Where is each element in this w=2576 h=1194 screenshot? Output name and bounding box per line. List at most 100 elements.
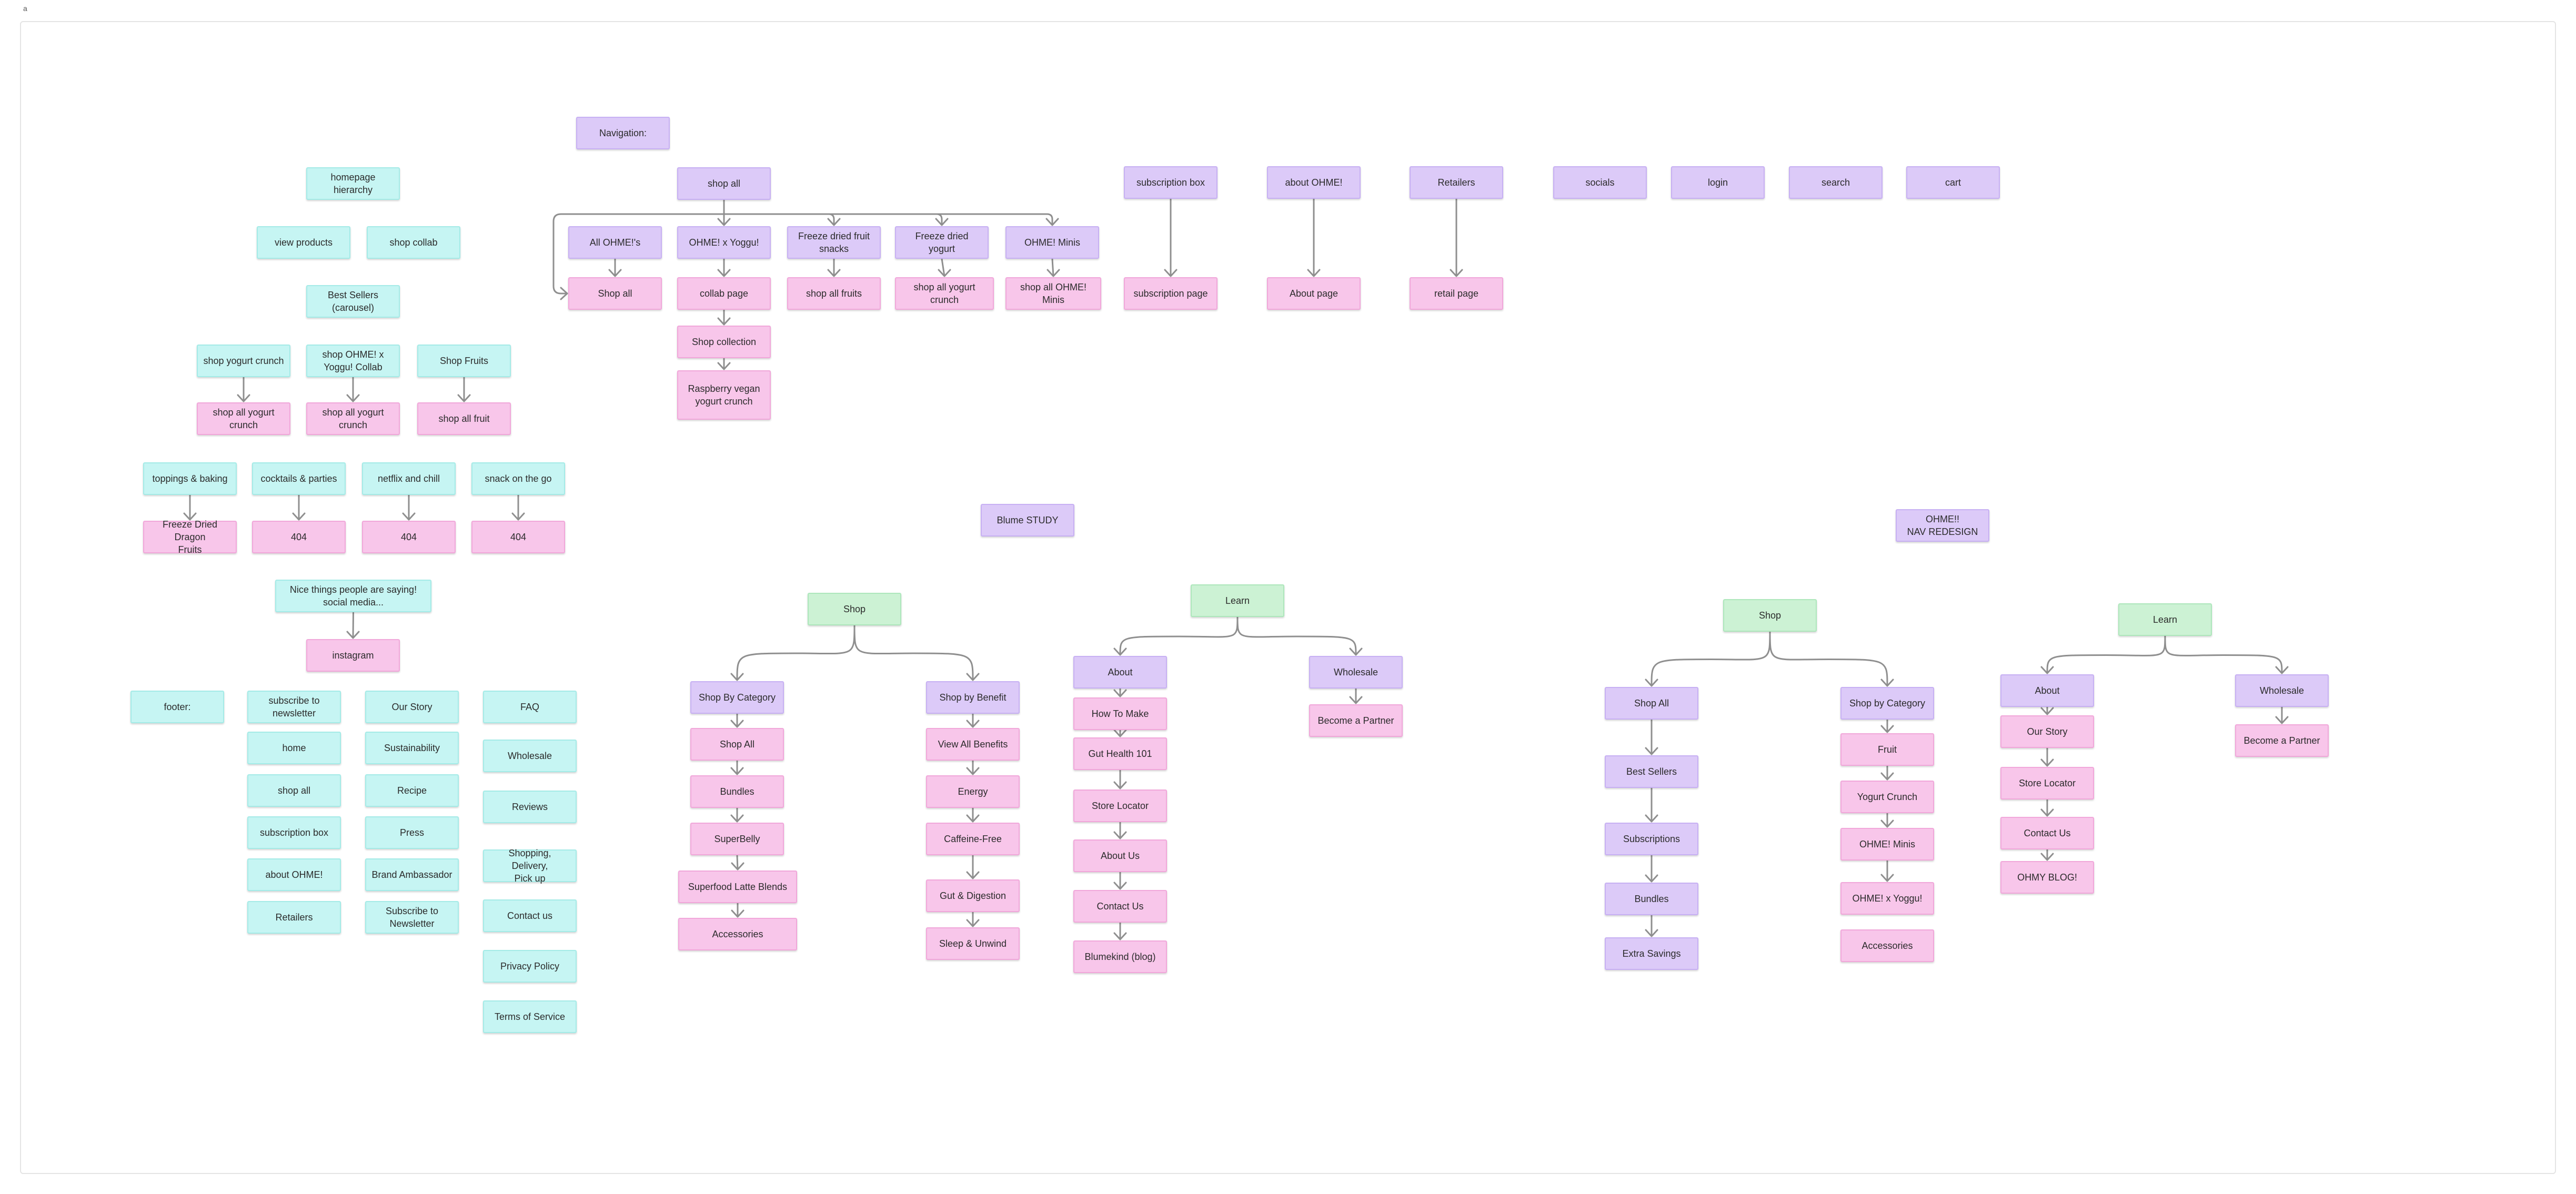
node-toppings-baking[interactable]: toppings & baking <box>143 462 237 495</box>
node-snack-on-the-go[interactable]: snack on the go <box>471 462 565 495</box>
node-page-raspberry-vegan[interactable]: Raspberry vegan yogurt crunch <box>677 370 771 420</box>
node-footer-shopping-delivery[interactable]: Shopping, Delivery, Pick up <box>483 848 577 884</box>
node-nav-all-ohmes[interactable]: All OHME!'s <box>568 226 662 259</box>
node-redesign-accessories[interactable]: Accessories <box>1840 929 1934 962</box>
node-footer-wholesale[interactable]: Wholesale <box>483 740 577 772</box>
node-redesign-ohmy-blog[interactable]: OHMY BLOG! <box>2000 861 2094 894</box>
node-footer-brand-ambassador[interactable]: Brand Ambassador <box>365 858 459 891</box>
node-footer-shop-all[interactable]: shop all <box>247 774 341 807</box>
node-nav-login[interactable]: login <box>1671 166 1765 199</box>
node-homepage-hierarchy[interactable]: homepage hierarchy <box>306 167 400 200</box>
node-footer-reviews[interactable]: Reviews <box>483 791 577 823</box>
node-blume-gut-health[interactable]: Gut Health 101 <box>1073 737 1167 770</box>
node-footer-subscribe-newsletter[interactable]: subscribe to newsletter <box>247 691 341 723</box>
node-redesign-ohme-x-yoggu[interactable]: OHME! x Yoggu! <box>1840 882 1934 915</box>
node-redesign-subscriptions[interactable]: Subscriptions <box>1605 823 1698 855</box>
node-blume-energy[interactable]: Energy <box>926 775 1020 808</box>
node-redesign-contact-us[interactable]: Contact Us <box>2000 817 2094 849</box>
node-blume-view-all-benefits[interactable]: View All Benefits <box>926 728 1020 761</box>
node-nav-about-ohme[interactable]: about OHME! <box>1267 166 1361 199</box>
node-blume-learn[interactable]: Learn <box>1191 584 1284 617</box>
node-nav-socials[interactable]: socials <box>1553 166 1647 199</box>
node-netflix-chill[interactable]: netflix and chill <box>362 462 456 495</box>
node-blume-superbelly[interactable]: SuperBelly <box>690 823 784 855</box>
node-page-collab[interactable]: collab page <box>677 277 771 310</box>
node-blume-study[interactable]: Blume STUDY <box>981 504 1074 537</box>
node-shop-all-fruit[interactable]: shop all fruit <box>417 402 511 435</box>
node-footer-press[interactable]: Press <box>365 816 459 849</box>
node-nav-freeze-dried-fruit-snacks[interactable]: Freeze dried fruit snacks <box>787 226 881 259</box>
node-redesign-wholesale[interactable]: Wholesale <box>2235 674 2329 707</box>
node-footer-privacy-policy[interactable]: Privacy Policy <box>483 950 577 983</box>
node-blume-sleep-unwind[interactable]: Sleep & Unwind <box>926 927 1020 960</box>
node-nice-things[interactable]: Nice things people are saying! social me… <box>275 580 431 612</box>
node-ohme-nav-redesign[interactable]: OHME!! NAV REDESIGN <box>1896 509 1989 542</box>
node-shop-ohme-yoggu-collab[interactable]: shop OHME! x Yoggu! Collab <box>306 345 400 377</box>
node-blume-shop-all[interactable]: Shop All <box>690 728 784 761</box>
node-view-products[interactable]: view products <box>257 226 350 259</box>
node-navigation[interactable]: Navigation: <box>576 117 670 149</box>
node-redesign-store-locator[interactable]: Store Locator <box>2000 767 2094 800</box>
node-error-404-2[interactable]: 404 <box>362 521 456 553</box>
node-footer-terms-of-service[interactable]: Terms of Service <box>483 1000 577 1033</box>
node-redesign-shop[interactable]: Shop <box>1723 599 1817 632</box>
node-page-shop-all-yogurt-crunch[interactable]: shop all yogurt crunch <box>895 277 994 310</box>
node-freeze-dried-dragon-fruits[interactable]: Freeze Dried Dragon Fruits <box>143 519 237 555</box>
node-shop-yogurt-crunch[interactable]: shop yogurt crunch <box>197 345 290 377</box>
node-cocktails-parties[interactable]: cocktails & parties <box>252 462 346 495</box>
node-page-about[interactable]: About page <box>1267 277 1361 310</box>
node-blume-about[interactable]: About <box>1073 656 1167 689</box>
node-blume-become-partner[interactable]: Become a Partner <box>1309 704 1403 737</box>
node-redesign-shop-all[interactable]: Shop All <box>1605 687 1698 720</box>
node-nav-ohme-minis[interactable]: OHME! Minis <box>1005 226 1099 259</box>
node-blume-accessories[interactable]: Accessories <box>678 918 797 950</box>
node-blume-wholesale[interactable]: Wholesale <box>1309 656 1403 689</box>
node-blume-caffeine-free[interactable]: Caffeine-Free <box>926 823 1020 855</box>
node-redesign-best-sellers[interactable]: Best Sellers <box>1605 755 1698 788</box>
node-blume-store-locator[interactable]: Store Locator <box>1073 790 1167 822</box>
node-page-subscription[interactable]: subscription page <box>1124 277 1217 310</box>
node-footer-recipe[interactable]: Recipe <box>365 774 459 807</box>
node-instagram[interactable]: instagram <box>306 639 400 672</box>
node-page-shop-collection[interactable]: Shop collection <box>677 326 771 358</box>
node-page-shop-all-ohme-minis[interactable]: shop all OHME! Minis <box>1005 277 1101 310</box>
node-footer-our-story[interactable]: Our Story <box>365 691 459 723</box>
node-footer-subscription-box[interactable]: subscription box <box>247 816 341 849</box>
node-nav-subscription-box[interactable]: subscription box <box>1124 166 1217 199</box>
node-blume-shop-by-category[interactable]: Shop By Category <box>690 681 784 714</box>
node-blume-bundles[interactable]: Bundles <box>690 775 784 808</box>
node-nav-ohme-x-yoggu[interactable]: OHME! x Yoggu! <box>677 226 771 259</box>
node-page-retail[interactable]: retail page <box>1410 277 1503 310</box>
node-error-404-3[interactable]: 404 <box>471 521 565 553</box>
node-footer[interactable]: footer: <box>130 691 224 723</box>
node-footer-sustainability[interactable]: Sustainability <box>365 732 459 764</box>
node-nav-retailers[interactable]: Retailers <box>1410 166 1503 199</box>
node-footer-contact-us[interactable]: Contact us <box>483 899 577 932</box>
node-footer-subscribe-to-newsletter[interactable]: Subscribe to Newsletter <box>365 901 459 934</box>
node-page-shop-all-fruits[interactable]: shop all fruits <box>787 277 881 310</box>
node-blume-shop[interactable]: Shop <box>808 593 901 625</box>
node-footer-retailers[interactable]: Retailers <box>247 901 341 934</box>
node-nav-shop-all[interactable]: shop all <box>677 167 771 200</box>
node-blume-blumekind[interactable]: Blumekind (blog) <box>1073 940 1167 973</box>
node-blume-shop-by-benefit[interactable]: Shop by Benefit <box>926 681 1020 714</box>
node-shop-collab[interactable]: shop collab <box>367 226 460 259</box>
node-error-404-1[interactable]: 404 <box>252 521 346 553</box>
node-best-sellers-carousel[interactable]: Best Sellers (carousel) <box>306 285 400 318</box>
node-page-shop-all[interactable]: Shop all <box>568 277 662 310</box>
node-redesign-extra-savings[interactable]: Extra Savings <box>1605 937 1698 970</box>
node-redesign-shop-by-category[interactable]: Shop by Category <box>1840 687 1934 720</box>
node-redesign-yogurt-crunch[interactable]: Yogurt Crunch <box>1840 781 1934 813</box>
node-footer-home[interactable]: home <box>247 732 341 764</box>
node-shop-all-yogurt-crunch-2[interactable]: shop all yogurt crunch <box>306 402 400 435</box>
node-nav-cart[interactable]: cart <box>1906 166 2000 199</box>
node-nav-freeze-dried-yogurt[interactable]: Freeze dried yogurt <box>895 226 989 259</box>
node-shop-fruits[interactable]: Shop Fruits <box>417 345 511 377</box>
node-redesign-become-partner[interactable]: Become a Partner <box>2235 724 2329 757</box>
node-redesign-our-story[interactable]: Our Story <box>2000 715 2094 748</box>
node-redesign-bundles[interactable]: Bundles <box>1605 883 1698 915</box>
node-blume-how-to-make[interactable]: How To Make <box>1073 697 1167 730</box>
node-redesign-ohme-minis[interactable]: OHME! Minis <box>1840 828 1934 861</box>
node-blume-gut-digestion[interactable]: Gut & Digestion <box>926 879 1020 912</box>
node-blume-contact-us[interactable]: Contact Us <box>1073 890 1167 923</box>
